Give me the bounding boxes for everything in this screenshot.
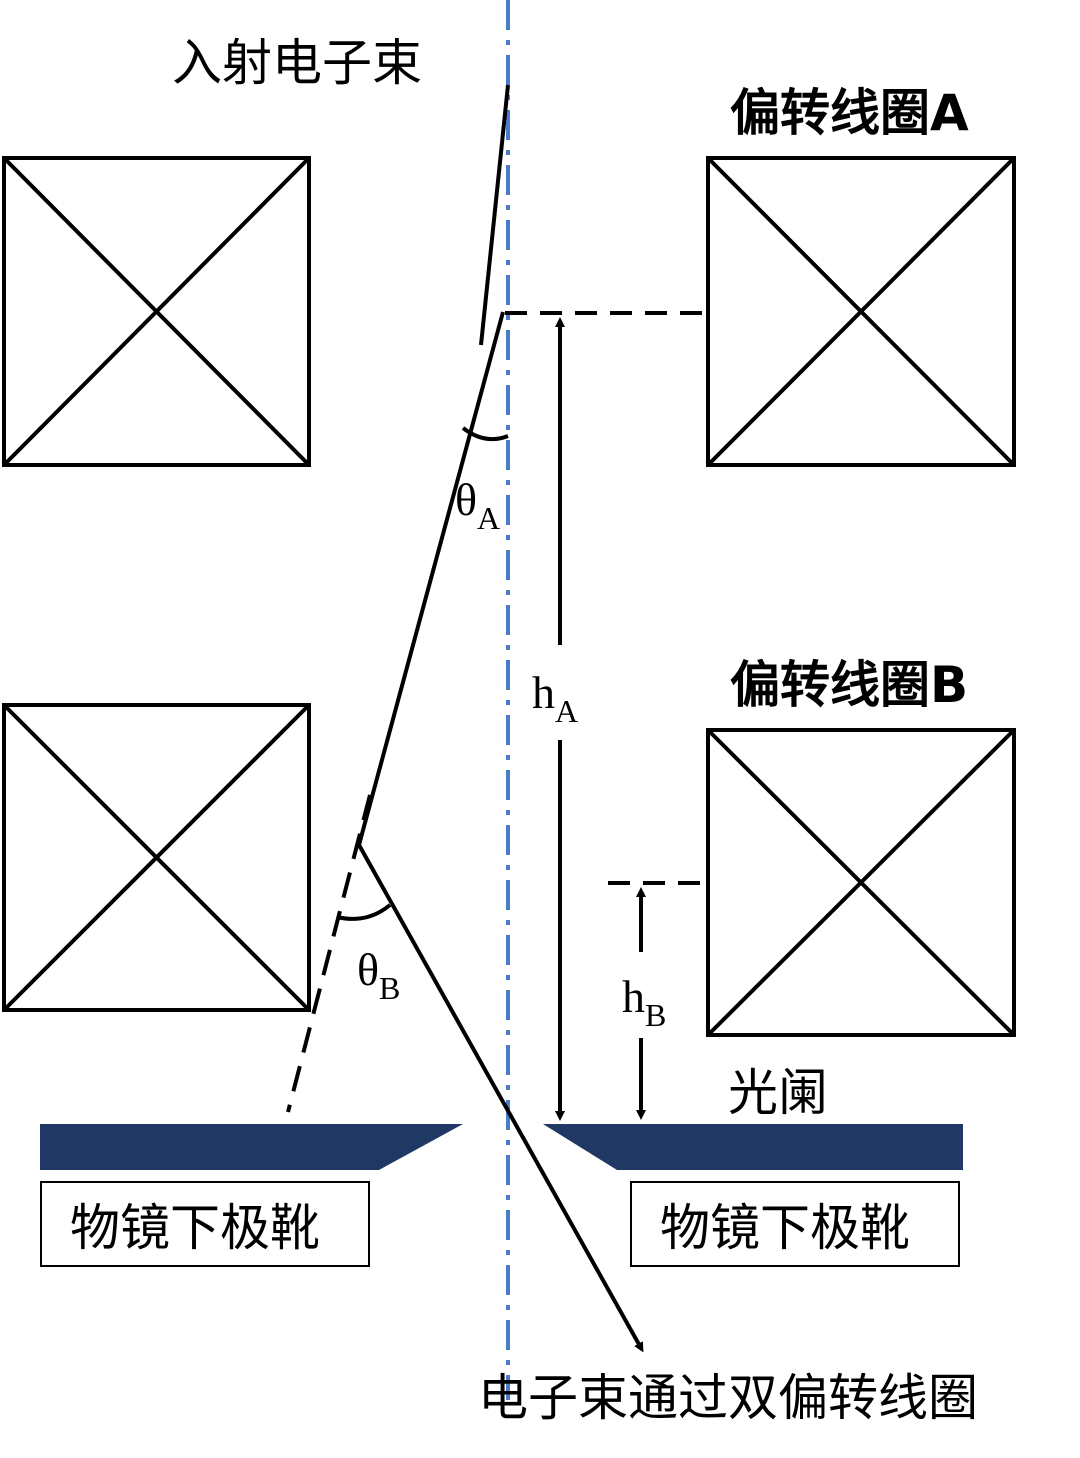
coil-b-right bbox=[706, 728, 1016, 1037]
pole-piece-right-label: 物镜下极靴 bbox=[660, 1199, 910, 1257]
pole-piece-left-shape bbox=[40, 1124, 463, 1170]
coil-a-label: 偏转线圈A bbox=[730, 84, 969, 142]
theta-b-arc bbox=[336, 903, 392, 921]
pole-piece-left-label: 物镜下极靴 bbox=[70, 1199, 320, 1257]
exit-beam-arrow bbox=[357, 844, 644, 1353]
pole-piece-right-shape bbox=[543, 1124, 963, 1170]
theta-a-symbol: θA bbox=[455, 474, 500, 536]
aperture-label: 光阑 bbox=[728, 1064, 828, 1122]
theta-b-symbol: θB bbox=[357, 944, 400, 1006]
h-b-symbol: hB bbox=[622, 971, 666, 1033]
coil-b-left bbox=[2, 703, 311, 1012]
h-a-symbol: hA bbox=[532, 667, 578, 729]
deflected-beam-segment bbox=[357, 311, 505, 846]
coil-b-label: 偏转线圈B bbox=[730, 656, 968, 714]
pole-piece-right-box bbox=[630, 1181, 960, 1267]
pole-piece-left-box bbox=[40, 1181, 370, 1267]
coil-a-left bbox=[2, 156, 311, 467]
theta-a-arc bbox=[461, 426, 509, 442]
coil-a-right bbox=[706, 156, 1016, 467]
incident-beam-segment bbox=[479, 84, 510, 346]
incident-beam-label: 入射电子束 bbox=[172, 34, 422, 92]
extended-beam-dashed bbox=[286, 794, 372, 1113]
caption-label: 电子束通过双偏转线圈 bbox=[478, 1369, 978, 1427]
